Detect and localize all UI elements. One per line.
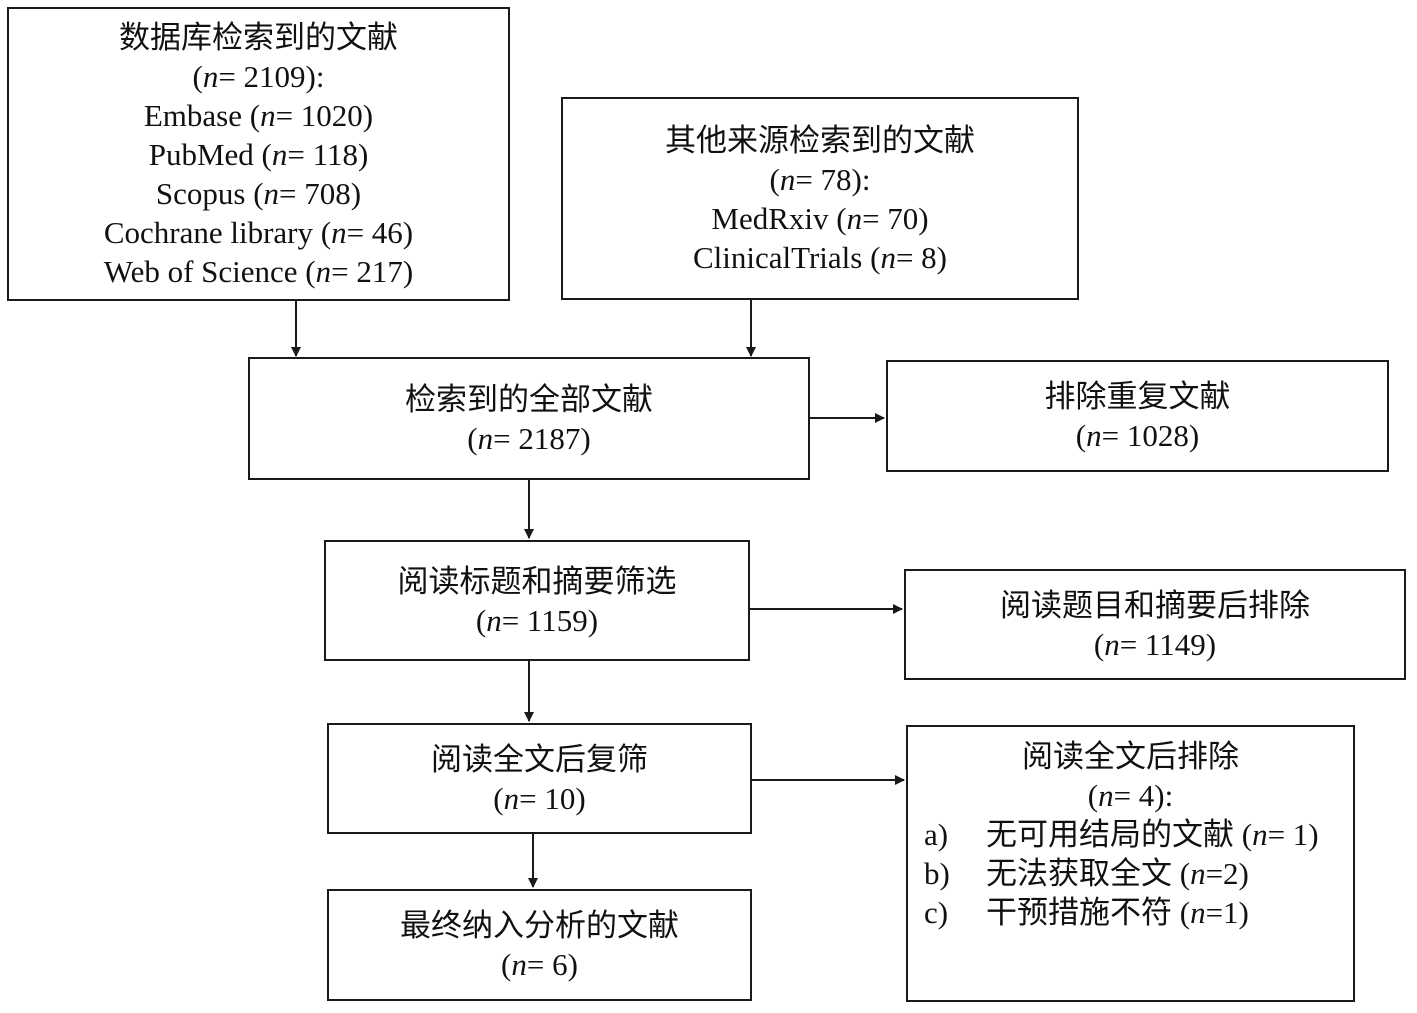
other-sources-total: (n= 78): (769, 161, 871, 197)
all-records-count: (n= 2187) (467, 420, 591, 456)
duplicates-count: (n= 1028) (1075, 418, 1200, 453)
other-sources-title: 其他来源检索到的文献 (665, 122, 975, 158)
source-medrxiv: MedRxiv (n= 70) (711, 200, 929, 236)
fulltext-excluded-count: (n= 4): (1087, 778, 1174, 813)
source-web-of-science: Web of Science (n= 217) (103, 253, 414, 289)
screening-excluded-box: 阅读题目和摘要后排除 (n= 1149) (904, 569, 1406, 680)
other-sources-box: 其他来源检索到的文献 (n= 78): MedRxiv (n= 70) Clin… (561, 97, 1079, 300)
fulltext-review-box: 阅读全文后复筛 (n= 10) (327, 723, 752, 834)
screening-excluded-count: (n= 1149) (1093, 626, 1217, 662)
fulltext-excluded-title: 阅读全文后排除 (1022, 739, 1239, 774)
screening-excluded-title: 阅读题目和摘要后排除 (1000, 587, 1310, 623)
included-count: (n= 6) (501, 947, 578, 982)
source-clinicaltrials: ClinicalTrials (n= 8) (692, 239, 947, 275)
screening-title: 阅读标题和摘要筛选 (397, 563, 677, 599)
source-pubmed: PubMed (n= 118) (148, 136, 369, 172)
all-records-box: 检索到的全部文献 (n= 2187) (248, 357, 810, 480)
all-records-title: 检索到的全部文献 (405, 381, 653, 417)
title-abstract-screening-box: 阅读标题和摘要筛选 (n= 1159) (324, 540, 750, 661)
duplicates-excluded-box: 排除重复文献 (n= 1028) (886, 360, 1389, 472)
source-embase: Embase (n= 1020) (143, 97, 374, 133)
fulltext-count: (n= 10) (493, 780, 586, 816)
exclusion-reasons-list: a) 无可用结局的文献 (n= 1) b) 无法获取全文 (n=2) c) 干预… (908, 815, 1319, 932)
exclusion-reason-intervention-mismatch: c) 干预措施不符 (n=1) (924, 895, 1249, 930)
screening-count: (n= 1159) (475, 602, 599, 638)
source-cochrane: Cochrane library (n= 46) (103, 214, 414, 250)
database-title: 数据库检索到的文献 (119, 19, 398, 55)
fulltext-title: 阅读全文后复筛 (431, 741, 648, 777)
database-total: (n= 2109): (192, 58, 325, 94)
included-studies-box: 最终纳入分析的文献 (n= 6) (327, 889, 752, 1001)
included-title: 最终纳入分析的文献 (400, 908, 679, 943)
fulltext-excluded-box: 阅读全文后排除 (n= 4): a) 无可用结局的文献 (n= 1) b) 无法… (906, 725, 1355, 1002)
duplicates-title: 排除重复文献 (1044, 379, 1231, 414)
exclusion-reason-no-outcome: a) 无可用结局的文献 (n= 1) (924, 817, 1319, 852)
exclusion-reason-no-fulltext: b) 无法获取全文 (n=2) (924, 856, 1249, 891)
source-scopus: Scopus (n= 708) (155, 175, 362, 211)
database-search-box: 数据库检索到的文献 (n= 2109): Embase (n= 1020) Pu… (7, 7, 510, 301)
